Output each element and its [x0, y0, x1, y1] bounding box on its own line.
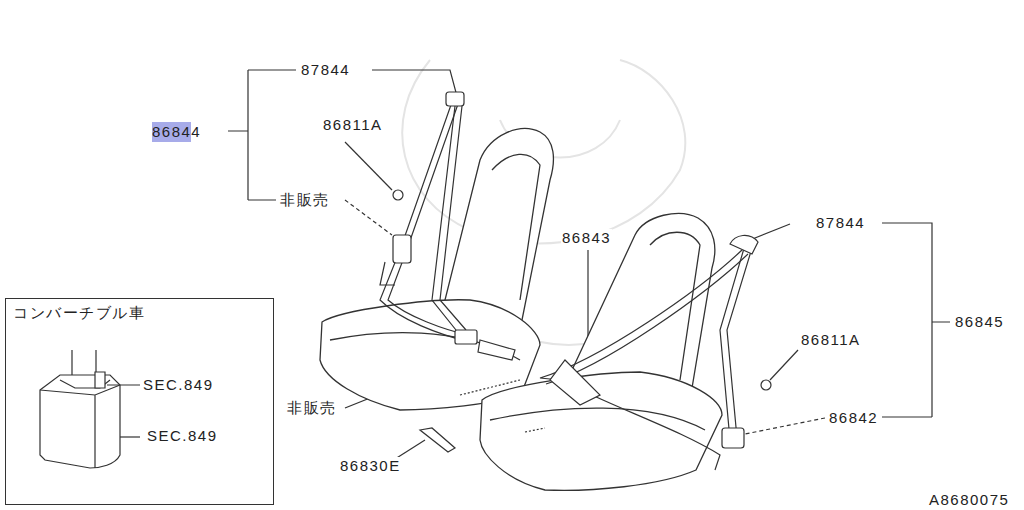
- callout-number: 86811A: [800, 331, 862, 349]
- callout-number: 86830E: [339, 457, 402, 475]
- part-number: 86844: [152, 123, 201, 141]
- callout-number: 87844: [815, 214, 866, 232]
- callout-number: 86811A: [322, 116, 384, 134]
- figure-code: A8680075: [928, 491, 1010, 509]
- inset-heading: コンバーチブル車: [13, 304, 145, 322]
- callout-number: 86843: [561, 229, 612, 247]
- part-number-highlight: 86844: [152, 122, 204, 142]
- inset-panel: コンバーチブル車SEC.849SEC.849: [5, 298, 274, 505]
- section-ref: SEC.849: [143, 376, 214, 394]
- not-for-sale-note: 86842: [828, 409, 879, 427]
- section-ref: SEC.849: [147, 427, 218, 445]
- callout-number: 87844: [300, 61, 351, 79]
- not-for-sale-note: 非販売: [279, 191, 331, 209]
- callout-number: 非販売: [286, 399, 338, 417]
- callout-number: 86845: [954, 313, 1005, 331]
